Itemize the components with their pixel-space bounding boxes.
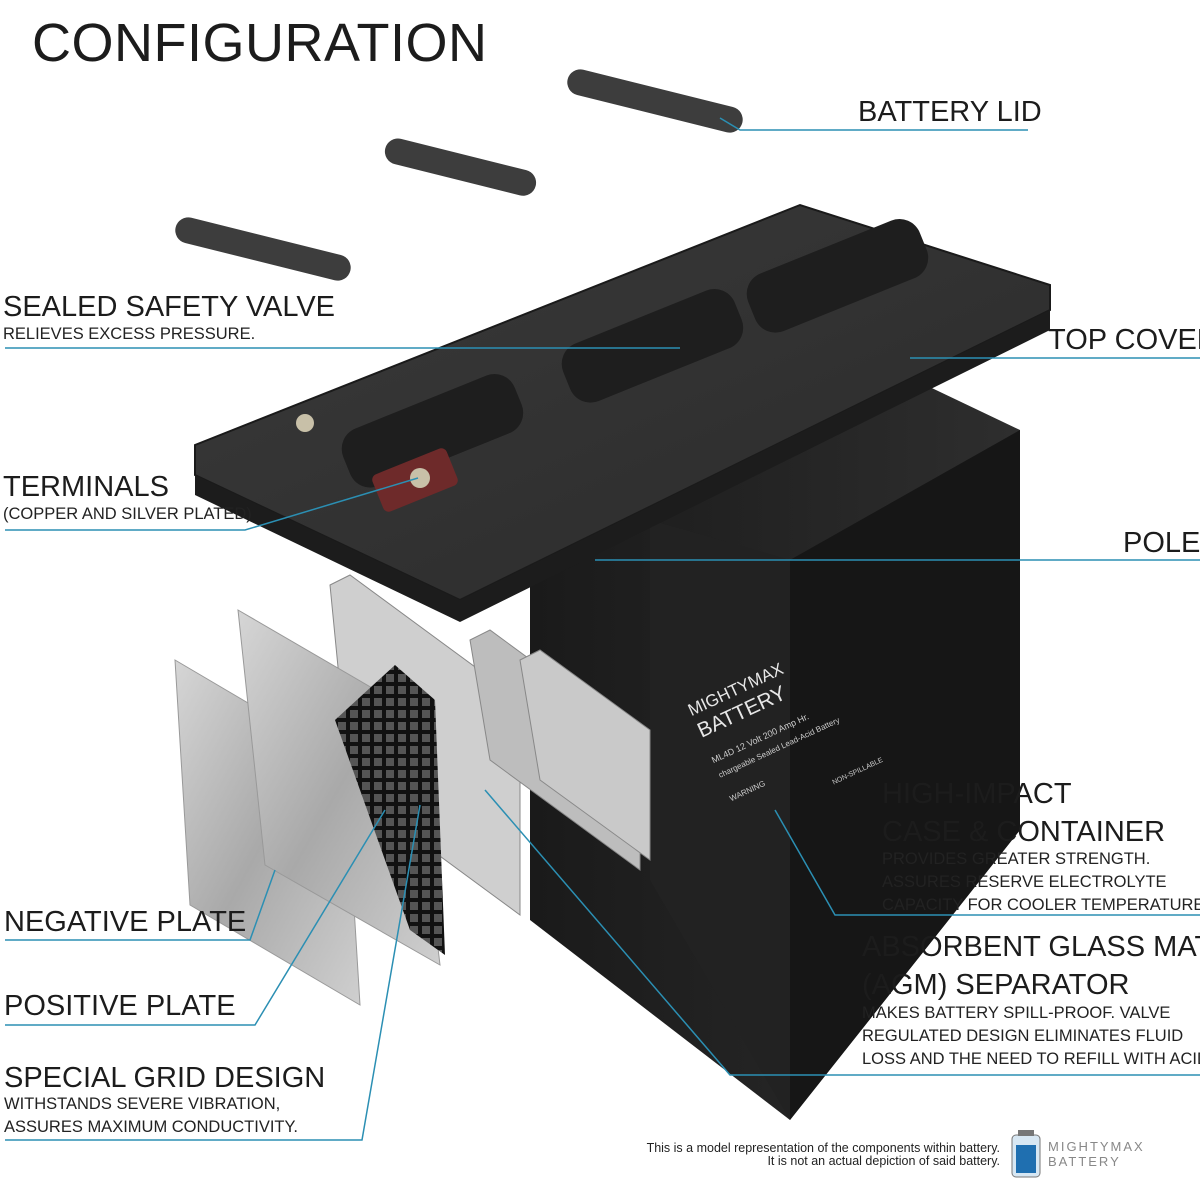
battery-case [530,330,1020,1120]
label-case-2: CASE & CONTAINER [882,816,1166,848]
label-grid: SPECIAL GRID DESIGN [4,1062,326,1094]
label-grid-sub-1: WITHSTANDS SEVERE VIBRATION, [4,1095,281,1113]
label-agm-sub-2: REGULATED DESIGN ELIMINATES FLUID [862,1027,1184,1045]
label-agm-2: (AGM) SEPARATOR [862,969,1130,1001]
footer-logo-line-2: BATTERY [1048,1154,1121,1169]
label-agm-sub-3: LOSS AND THE NEED TO REFILL WITH ACID. [862,1050,1200,1068]
label-grid-sub-2: ASSURES MAXIMUM CONDUCTIVITY. [4,1118,298,1136]
label-negative-plate: NEGATIVE PLATE [4,906,247,938]
label-agm-sub-1: MAKES BATTERY SPILL-PROOF. VALVE [862,1004,1171,1022]
footer-battery-icon [1011,1130,1041,1178]
label-case-1: HIGH-IMPACT [882,778,1072,810]
label-case-sub-3: CAPACITY FOR COOLER TEMPERATURES. [882,896,1200,914]
label-agm-1: ABSORBENT GLASS MAT [862,931,1200,963]
special-grid [335,665,445,955]
label-battery-lid: BATTERY LID [858,96,1042,128]
label-positive-plate: POSITIVE PLATE [4,990,236,1022]
lid-strip [175,217,351,281]
disclaimer-line-2: It is not an actual depiction of said ba… [767,1154,1000,1168]
label-sealed-valve-sub: RELIEVES EXCESS PRESSURE. [3,325,256,343]
label-case-sub-2: ASSURES RESERVE ELECTROLYTE [882,873,1167,891]
terminal-positive [410,468,430,488]
label-case-sub-1: PROVIDES GREATER STRENGTH. [882,850,1151,868]
label-terminals-sub: (COPPER AND SILVER PLATED) [3,505,252,523]
top-cover [194,203,1051,622]
label-sealed-valve: SEALED SAFETY VALVE [3,291,336,323]
lid-strip [567,69,743,133]
label-pole: POLE [1123,527,1200,559]
label-terminals: TERMINALS [3,471,169,503]
disclaimer-line-1: This is a model representation of the co… [646,1141,1000,1155]
terminal-negative [296,414,314,432]
leader-lines [5,117,1200,1141]
lid-strip [384,138,537,196]
battery-lid-strips [175,69,743,281]
label-top-cover: TOP COVER [1048,324,1200,356]
footer-logo-line-1: MIGHTYMAX [1048,1139,1145,1154]
page-title: CONFIGURATION [32,13,488,73]
